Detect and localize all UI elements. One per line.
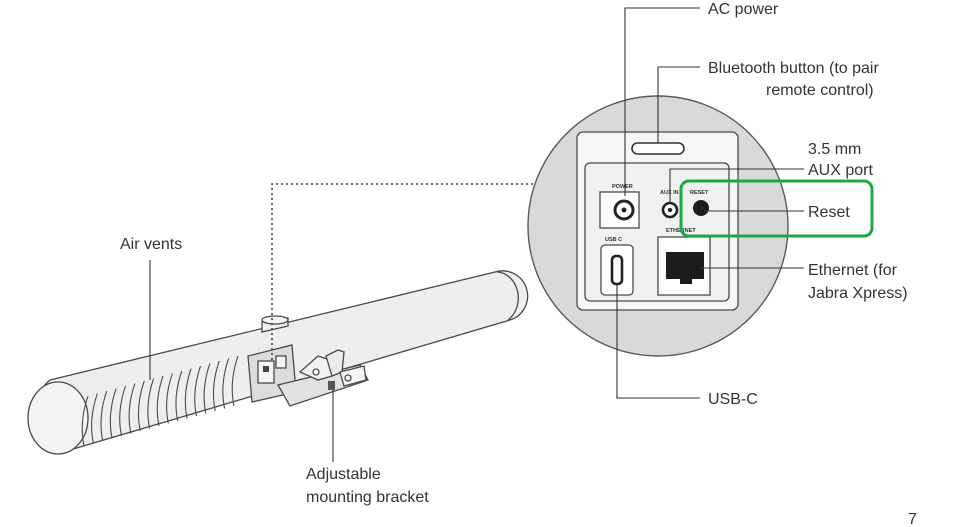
callout-air-vents: Air vents — [120, 236, 182, 253]
vent-rib — [166, 373, 173, 424]
vent-rib — [91, 393, 98, 444]
callout-reset: Reset — [808, 204, 850, 221]
callout-aux-line1: 3.5 mm — [808, 141, 861, 158]
port-label-usb-c: USB C — [605, 237, 622, 243]
callout-ethernet-line2: Jabra Xpress) — [808, 285, 908, 302]
port-label-reset: RESET — [690, 190, 709, 196]
port-label-power: POWER — [612, 184, 633, 190]
ethernet-jack — [666, 252, 704, 284]
vent-rib — [147, 378, 155, 429]
mounting-bracket — [277, 349, 369, 407]
callout-bracket-line1: Adjustable — [306, 466, 381, 483]
callout-bracket-line2: mounting bracket — [306, 489, 429, 506]
vent-rib — [184, 368, 192, 419]
callout-ethernet-line1: Ethernet (for — [808, 262, 898, 279]
bluetooth-button — [631, 142, 685, 155]
callout-aux-line2: AUX port — [808, 162, 873, 179]
vent-rib — [222, 358, 230, 409]
vent-rib — [81, 395, 89, 447]
zoom-connector-dots — [271, 183, 540, 360]
device-body — [27, 270, 529, 455]
leader-lines — [149, 7, 804, 462]
port-panel: POWER AUX IN RESET USB C ETHERNET — [527, 95, 789, 357]
callout-usb-c: USB-C — [708, 391, 758, 408]
port-label-aux: AUX IN — [660, 190, 679, 196]
vent-rib — [119, 385, 127, 437]
vent-rib — [231, 355, 239, 407]
callout-bluetooth-line2: remote control) — [766, 82, 874, 99]
device-end-cap — [27, 381, 89, 455]
callout-ac-power: AC power — [708, 1, 779, 18]
callout-bluetooth-line1: Bluetooth button (to pair — [708, 60, 879, 77]
air-vents — [81, 355, 239, 447]
vent-rib — [137, 380, 145, 432]
vent-rib — [212, 360, 220, 412]
vent-rib — [203, 363, 211, 414]
vent-rib — [194, 365, 202, 417]
vent-rib — [100, 390, 108, 442]
vent-rib — [128, 383, 136, 434]
page-number: 7 — [908, 511, 917, 527]
reset-button — [693, 200, 709, 216]
vent-rib — [109, 388, 117, 439]
reset-highlight-box — [679, 179, 874, 238]
vent-rib — [156, 375, 164, 427]
vent-rib — [175, 370, 183, 422]
callout-labels: AC power Bluetooth button (to pair remot… — [120, 1, 917, 527]
